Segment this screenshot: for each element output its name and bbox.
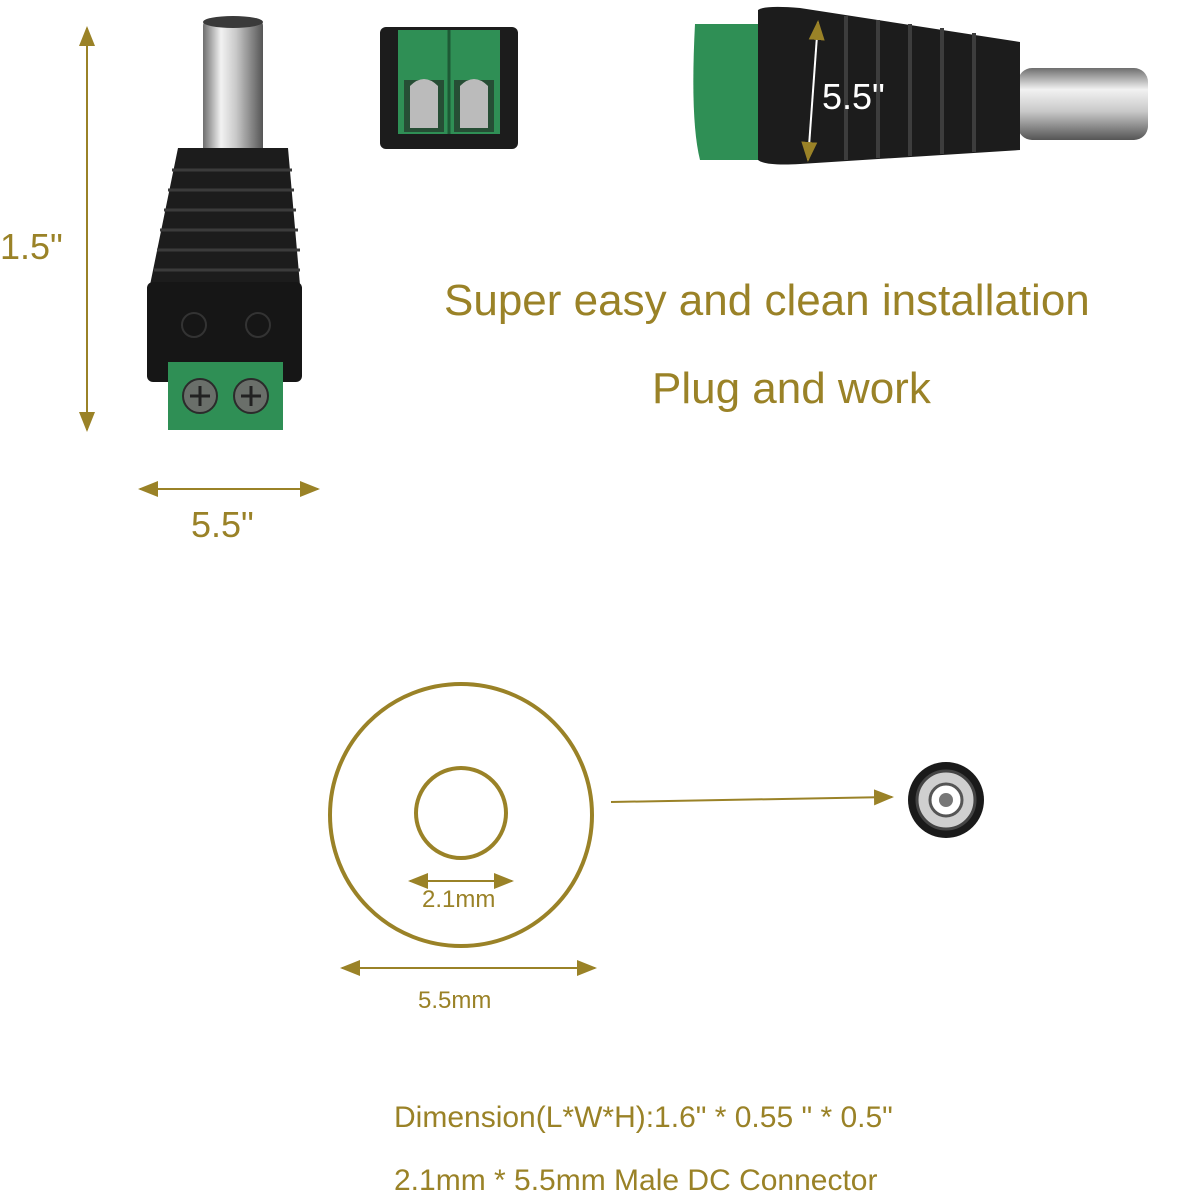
terminal-block-view — [380, 27, 518, 149]
side-height-arrow — [801, 20, 825, 162]
plug-end-view — [908, 762, 984, 838]
headline-line1: Super easy and clean installation — [444, 276, 1090, 325]
connector-front-view — [147, 16, 302, 430]
outer-diameter-label: 5.5mm — [418, 987, 492, 1014]
footer-dimensions: Dimension(L*W*H):1.6" * 0.55 " * 0.5" — [394, 1101, 893, 1134]
height-label: 1.5" — [0, 226, 63, 267]
plug-diameter-diagram — [328, 682, 894, 976]
connector-side-view — [693, 6, 1148, 165]
width-label: 5.5" — [191, 504, 254, 545]
footer-product-name: 2.1mm * 5.5mm Male DC Connector — [394, 1164, 878, 1197]
side-height-label: 5.5" — [822, 76, 885, 117]
pointer-arrow — [610, 789, 894, 806]
headline-line2: Plug and work — [652, 364, 931, 413]
inner-diameter-label: 2.1mm — [422, 886, 496, 913]
